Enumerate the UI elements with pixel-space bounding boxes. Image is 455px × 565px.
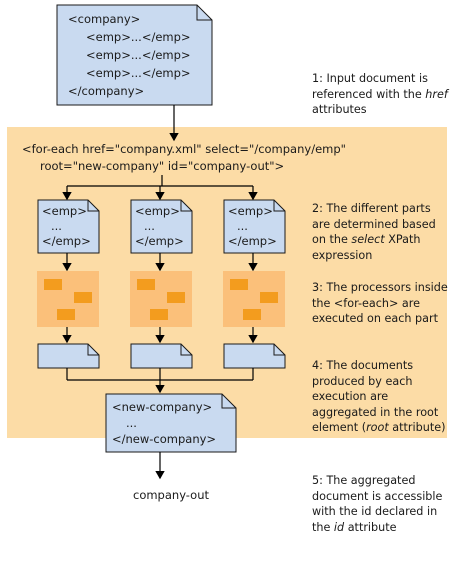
input-document-fold: [196, 5, 212, 21]
part-document-2: [130, 199, 193, 254]
aggregated-document: [105, 393, 237, 453]
output-label: company-out: [133, 488, 209, 502]
processor-block-3: [223, 271, 285, 327]
input-line-5: </company>: [68, 84, 145, 98]
part3-line-1: <emp>: [228, 204, 273, 218]
aggregate-line-3: </new-company>: [112, 432, 217, 446]
processor-block-1: [37, 271, 99, 327]
input-line-3: <emp>...</emp>: [86, 48, 191, 62]
foreach-line-1: <for-each href="company.xml" select="/co…: [22, 142, 346, 156]
aggregate-line-1: <new-company>: [112, 400, 213, 414]
part1-line-1: <emp>: [42, 204, 87, 218]
input-document-shape: [56, 4, 213, 106]
result-document-1: [37, 343, 100, 369]
part2-line-2: ...: [144, 219, 155, 233]
result-document-3: [223, 343, 286, 369]
processor-block-2: [130, 271, 192, 327]
part1-line-2: ...: [51, 219, 62, 233]
input-line-2: <emp>...</emp>: [86, 30, 191, 44]
note-2: 2: The different parts are determined ba…: [312, 202, 436, 262]
result-document-2: [130, 343, 193, 369]
aggregate-line-2: ...: [126, 416, 137, 430]
part-document-3: [223, 199, 286, 254]
part-document-1: [37, 199, 100, 254]
note-4: 4: The documents produced by each execut…: [312, 359, 446, 434]
note-1: 1: Input document is referenced with the…: [312, 72, 448, 116]
part1-line-3: </emp>: [42, 234, 91, 248]
input-line-4: <emp>...</emp>: [86, 66, 191, 80]
part2-line-3: </emp>: [135, 234, 184, 248]
input-line-1: <company>: [68, 12, 141, 26]
note-3: 3: The processors inside the <for-each> …: [312, 281, 448, 325]
note-5: 5: The aggregated document is accessible…: [312, 474, 443, 534]
part2-line-1: <emp>: [135, 204, 180, 218]
foreach-line-2: root="new-company" id="company-out">: [40, 159, 285, 173]
part3-line-2: ...: [237, 219, 248, 233]
part3-line-3: </emp>: [228, 234, 277, 248]
